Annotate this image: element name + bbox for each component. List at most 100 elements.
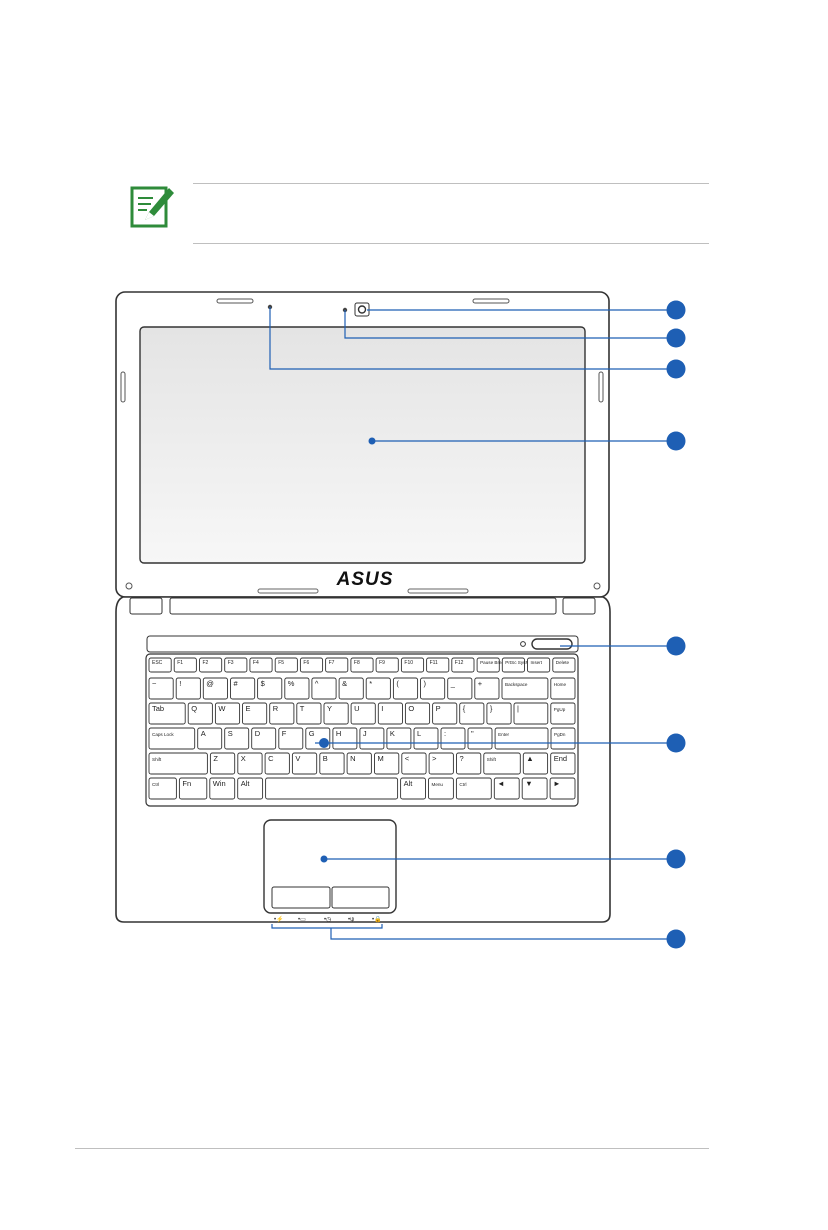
key[interactable]: $	[257, 677, 283, 700]
key[interactable]: ►	[549, 777, 576, 800]
key-label: &	[342, 679, 347, 688]
key[interactable]: ?	[456, 752, 482, 775]
key[interactable]: @	[202, 677, 228, 700]
key[interactable]: !	[175, 677, 201, 700]
key-label: ?	[460, 754, 464, 763]
key[interactable]: Shift	[483, 752, 521, 775]
key[interactable]: A	[197, 727, 223, 750]
key[interactable]: W	[214, 702, 241, 725]
key[interactable]: Fn	[178, 777, 208, 800]
key-label: P	[436, 704, 441, 713]
key[interactable]: +	[474, 677, 500, 700]
touchpad-left-button[interactable]	[271, 886, 331, 909]
key[interactable]: I	[377, 702, 403, 725]
key[interactable]: P	[432, 702, 458, 725]
key-label: F8	[354, 660, 360, 666]
key[interactable]: C	[264, 752, 290, 775]
key[interactable]: F5	[274, 657, 298, 673]
key[interactable]: M	[374, 752, 400, 775]
key-label: :	[444, 729, 446, 738]
key[interactable]: V	[291, 752, 318, 775]
key[interactable]: Q	[187, 702, 213, 725]
key[interactable]: T	[296, 702, 322, 725]
key[interactable]: ^	[311, 677, 337, 700]
key[interactable]: "	[467, 727, 493, 750]
status-indicators: •⚡ •▭ •◷ •ψ •🔒	[274, 915, 382, 923]
key[interactable]: D	[251, 727, 277, 750]
key[interactable]: Menu	[428, 777, 454, 800]
key-label: @	[206, 679, 214, 688]
key[interactable]: Y	[323, 702, 349, 725]
key[interactable]: Ctrl	[455, 777, 492, 800]
key[interactable]: F8	[350, 657, 374, 673]
key[interactable]: Ctrl	[148, 777, 177, 800]
key[interactable]: K	[386, 727, 412, 750]
key[interactable]: Shift	[148, 752, 208, 775]
key-label: End	[554, 754, 567, 763]
key[interactable]: Alt	[237, 777, 264, 800]
key[interactable]: Alt	[400, 777, 426, 800]
key[interactable]: &	[338, 677, 364, 700]
key[interactable]: F10	[400, 657, 425, 673]
key[interactable]: )	[420, 677, 446, 700]
key[interactable]: N	[346, 752, 372, 775]
key[interactable]: End	[550, 752, 576, 775]
key-label: F1	[177, 660, 183, 666]
key[interactable]: }	[486, 702, 512, 725]
key[interactable]: Home	[550, 677, 576, 700]
key[interactable]: Enter	[494, 727, 549, 750]
key[interactable]: X	[237, 752, 263, 775]
key[interactable]: (	[392, 677, 419, 700]
key[interactable]: E	[242, 702, 268, 725]
key[interactable]: PgDn	[550, 727, 576, 750]
key[interactable]: |	[513, 702, 549, 725]
key[interactable]: L	[413, 727, 439, 750]
key[interactable]: ▲	[522, 752, 549, 775]
key[interactable]: F9	[375, 657, 399, 673]
key[interactable]: F3	[224, 657, 248, 673]
key[interactable]: F	[278, 727, 304, 750]
key[interactable]: %	[284, 677, 310, 700]
power-strip	[146, 635, 579, 653]
touchpad-right-button[interactable]	[331, 886, 390, 909]
key[interactable]: F7	[325, 657, 349, 673]
key[interactable]: J	[359, 727, 385, 750]
key[interactable]: B	[319, 752, 345, 775]
key[interactable]: O	[404, 702, 431, 725]
key[interactable]: *	[365, 677, 391, 700]
key[interactable]: Backspace	[501, 677, 549, 700]
key-label: A	[201, 729, 206, 738]
key[interactable]: _	[447, 677, 473, 700]
key[interactable]	[265, 777, 399, 800]
key[interactable]: Z	[209, 752, 236, 775]
key[interactable]: S	[224, 727, 250, 750]
key[interactable]: Caps Lock	[148, 727, 196, 750]
key[interactable]: Tab	[148, 702, 186, 725]
key[interactable]: F4	[249, 657, 273, 673]
key[interactable]: Insert	[527, 657, 551, 673]
key[interactable]: :	[440, 727, 466, 750]
key[interactable]: Win	[209, 777, 236, 800]
key[interactable]: R	[269, 702, 295, 725]
key[interactable]: F2	[199, 657, 223, 673]
key[interactable]: #	[230, 677, 256, 700]
key[interactable]: ESC	[148, 657, 172, 673]
key[interactable]: ~	[148, 677, 174, 700]
key[interactable]: ▼	[521, 777, 548, 800]
key[interactable]: Delete	[552, 657, 576, 673]
key-label: )	[424, 679, 427, 688]
power-switch[interactable]	[531, 638, 573, 650]
key[interactable]: H	[332, 727, 358, 750]
key[interactable]: PrtSc SysRq	[501, 657, 532, 673]
key[interactable]: <	[401, 752, 427, 775]
key[interactable]: U	[350, 702, 376, 725]
key[interactable]: PgUp	[550, 702, 576, 725]
key[interactable]: ◄	[493, 777, 520, 800]
key[interactable]: F6	[299, 657, 324, 673]
key[interactable]: F12	[451, 657, 475, 673]
key[interactable]: {	[459, 702, 485, 725]
key[interactable]: >	[428, 752, 454, 775]
key[interactable]: F11	[426, 657, 450, 673]
key[interactable]: Pause Break	[476, 657, 507, 673]
key[interactable]: F1	[173, 657, 197, 673]
